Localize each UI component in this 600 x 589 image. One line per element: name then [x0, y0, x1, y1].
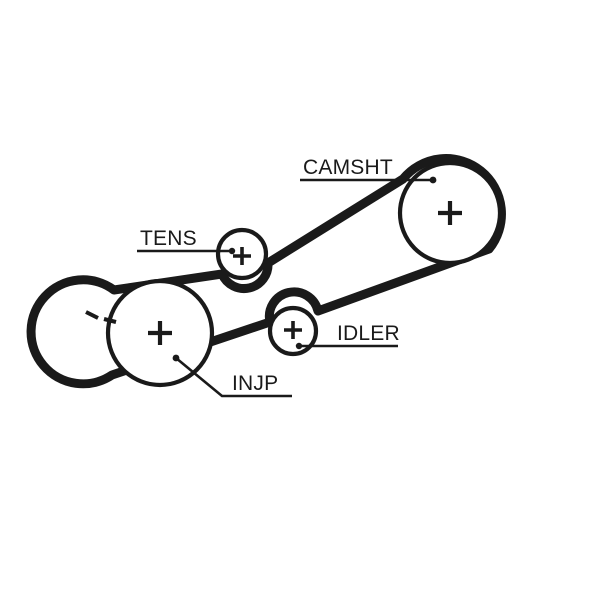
camshaft-label: CAMSHT: [303, 156, 393, 179]
injection-pump-leader-line: [175, 356, 292, 398]
pulley-tensioner: [215, 227, 269, 281]
callout-injection-pump: INJP: [172, 354, 292, 398]
injp-timing-tick-inner: [103, 317, 117, 324]
idler-leader-dot: [295, 342, 303, 350]
tensioner-label: TENS: [140, 227, 197, 250]
pulley-idler: [267, 305, 319, 357]
callout-tensioner: TENS: [137, 227, 236, 255]
tensioner-leader-dot: [228, 247, 236, 255]
callout-camshaft: CAMSHT: [300, 156, 437, 184]
callout-idler: IDLER: [295, 322, 400, 350]
camshaft-leader-dot: [429, 176, 437, 184]
injp-timing-tick-outer: [85, 310, 99, 320]
injection-pump-leader-dot: [172, 354, 180, 362]
pulley-camshaft: [397, 160, 503, 266]
injection-pump-label: INJP: [232, 372, 278, 395]
pulley-injection-pump: [85, 278, 215, 388]
idler-label: IDLER: [337, 322, 400, 345]
